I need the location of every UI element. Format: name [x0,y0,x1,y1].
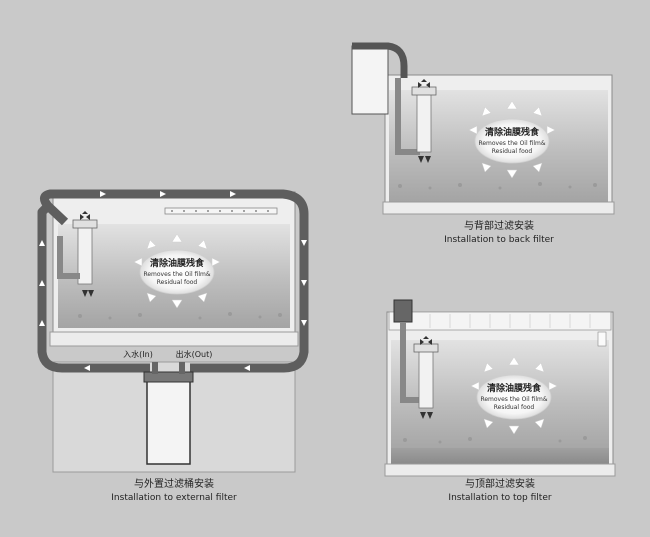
canister-outlet [179,362,185,374]
radiating-arrows [133,233,221,309]
tank-base [382,201,615,215]
skimmer-tube [77,225,93,285]
skimmer-tube [416,91,432,153]
bubble-text-en-2: Residual food [494,404,535,411]
label-in: 入水(In) [123,349,153,359]
canister-filter [146,377,191,465]
bubble-text-en-1: Removes the Oil film& [143,271,210,278]
skimmer-arrows [420,336,433,419]
gravel-dots [398,182,597,190]
hose-loop-left [37,202,150,373]
top-filter-hose [400,322,422,403]
caption-zh-top: 与顶部过滤安装 [465,477,535,490]
back-filter-box [351,45,389,115]
gravel-dots [78,312,282,320]
bubble-text-zh: 清除油膜残食 [150,257,205,269]
bubble-text-en-1: Removes the Oil film& [478,140,545,147]
bubble-text-en-2: Residual food [492,148,533,155]
oil-film-bubble [474,118,550,164]
skimmer-arrows [80,211,94,297]
tank-base [384,463,616,477]
oil-film-bubble [139,249,215,295]
bubble-text-en-2: Residual food [157,279,198,286]
back-filter-lip [352,42,408,78]
bubble-text-zh: 清除油膜残食 [485,126,540,138]
back-filter-hose [395,78,420,155]
skimmer-arrows [418,79,431,163]
skimmer-float [411,86,437,96]
caption-en-external: Installation to external filter [111,493,237,503]
tray-slots [429,314,591,328]
skimmer-tube [418,349,434,409]
caption-zh-back: 与背部过滤安装 [464,219,534,232]
top-filter-tray [388,311,612,331]
skimmer-float [72,219,98,229]
panel-back-filter: 清除油膜残食 Removes the Oil film& Residual fo… [351,42,615,245]
label-out: 出水(Out) [176,349,213,359]
caption-en-back: Installation to back filter [444,235,554,245]
radiating-arrows [470,356,558,435]
canister-inlet [152,362,158,374]
oil-film-bubble [476,374,552,420]
canister-head [143,371,194,383]
radiating-arrows [468,100,556,179]
panel-top-filter: 清除油膜残食 Removes the Oil film& Residual fo… [384,299,616,503]
skimmer-float [413,343,439,353]
flow-arrows [39,191,307,371]
hose-loop [40,189,309,373]
panel-external-filter: 清除油膜残食 Removes the Oil film& Residual fo… [37,189,309,503]
caption-zh-external: 与外置过滤桶安装 [134,477,214,490]
bubble-text-zh: 清除油膜残食 [487,382,542,394]
top-filter-pump [393,299,413,323]
tank-base [49,331,299,347]
caption-en-top: Installation to top filter [448,493,551,503]
gravel-dots [403,436,587,444]
side-clip [597,331,607,347]
bubble-text-en-1: Removes the Oil film& [480,396,547,403]
skimmer-elbow [57,236,80,279]
spray-bar-holes [171,210,269,212]
gravel-bed [391,448,609,464]
